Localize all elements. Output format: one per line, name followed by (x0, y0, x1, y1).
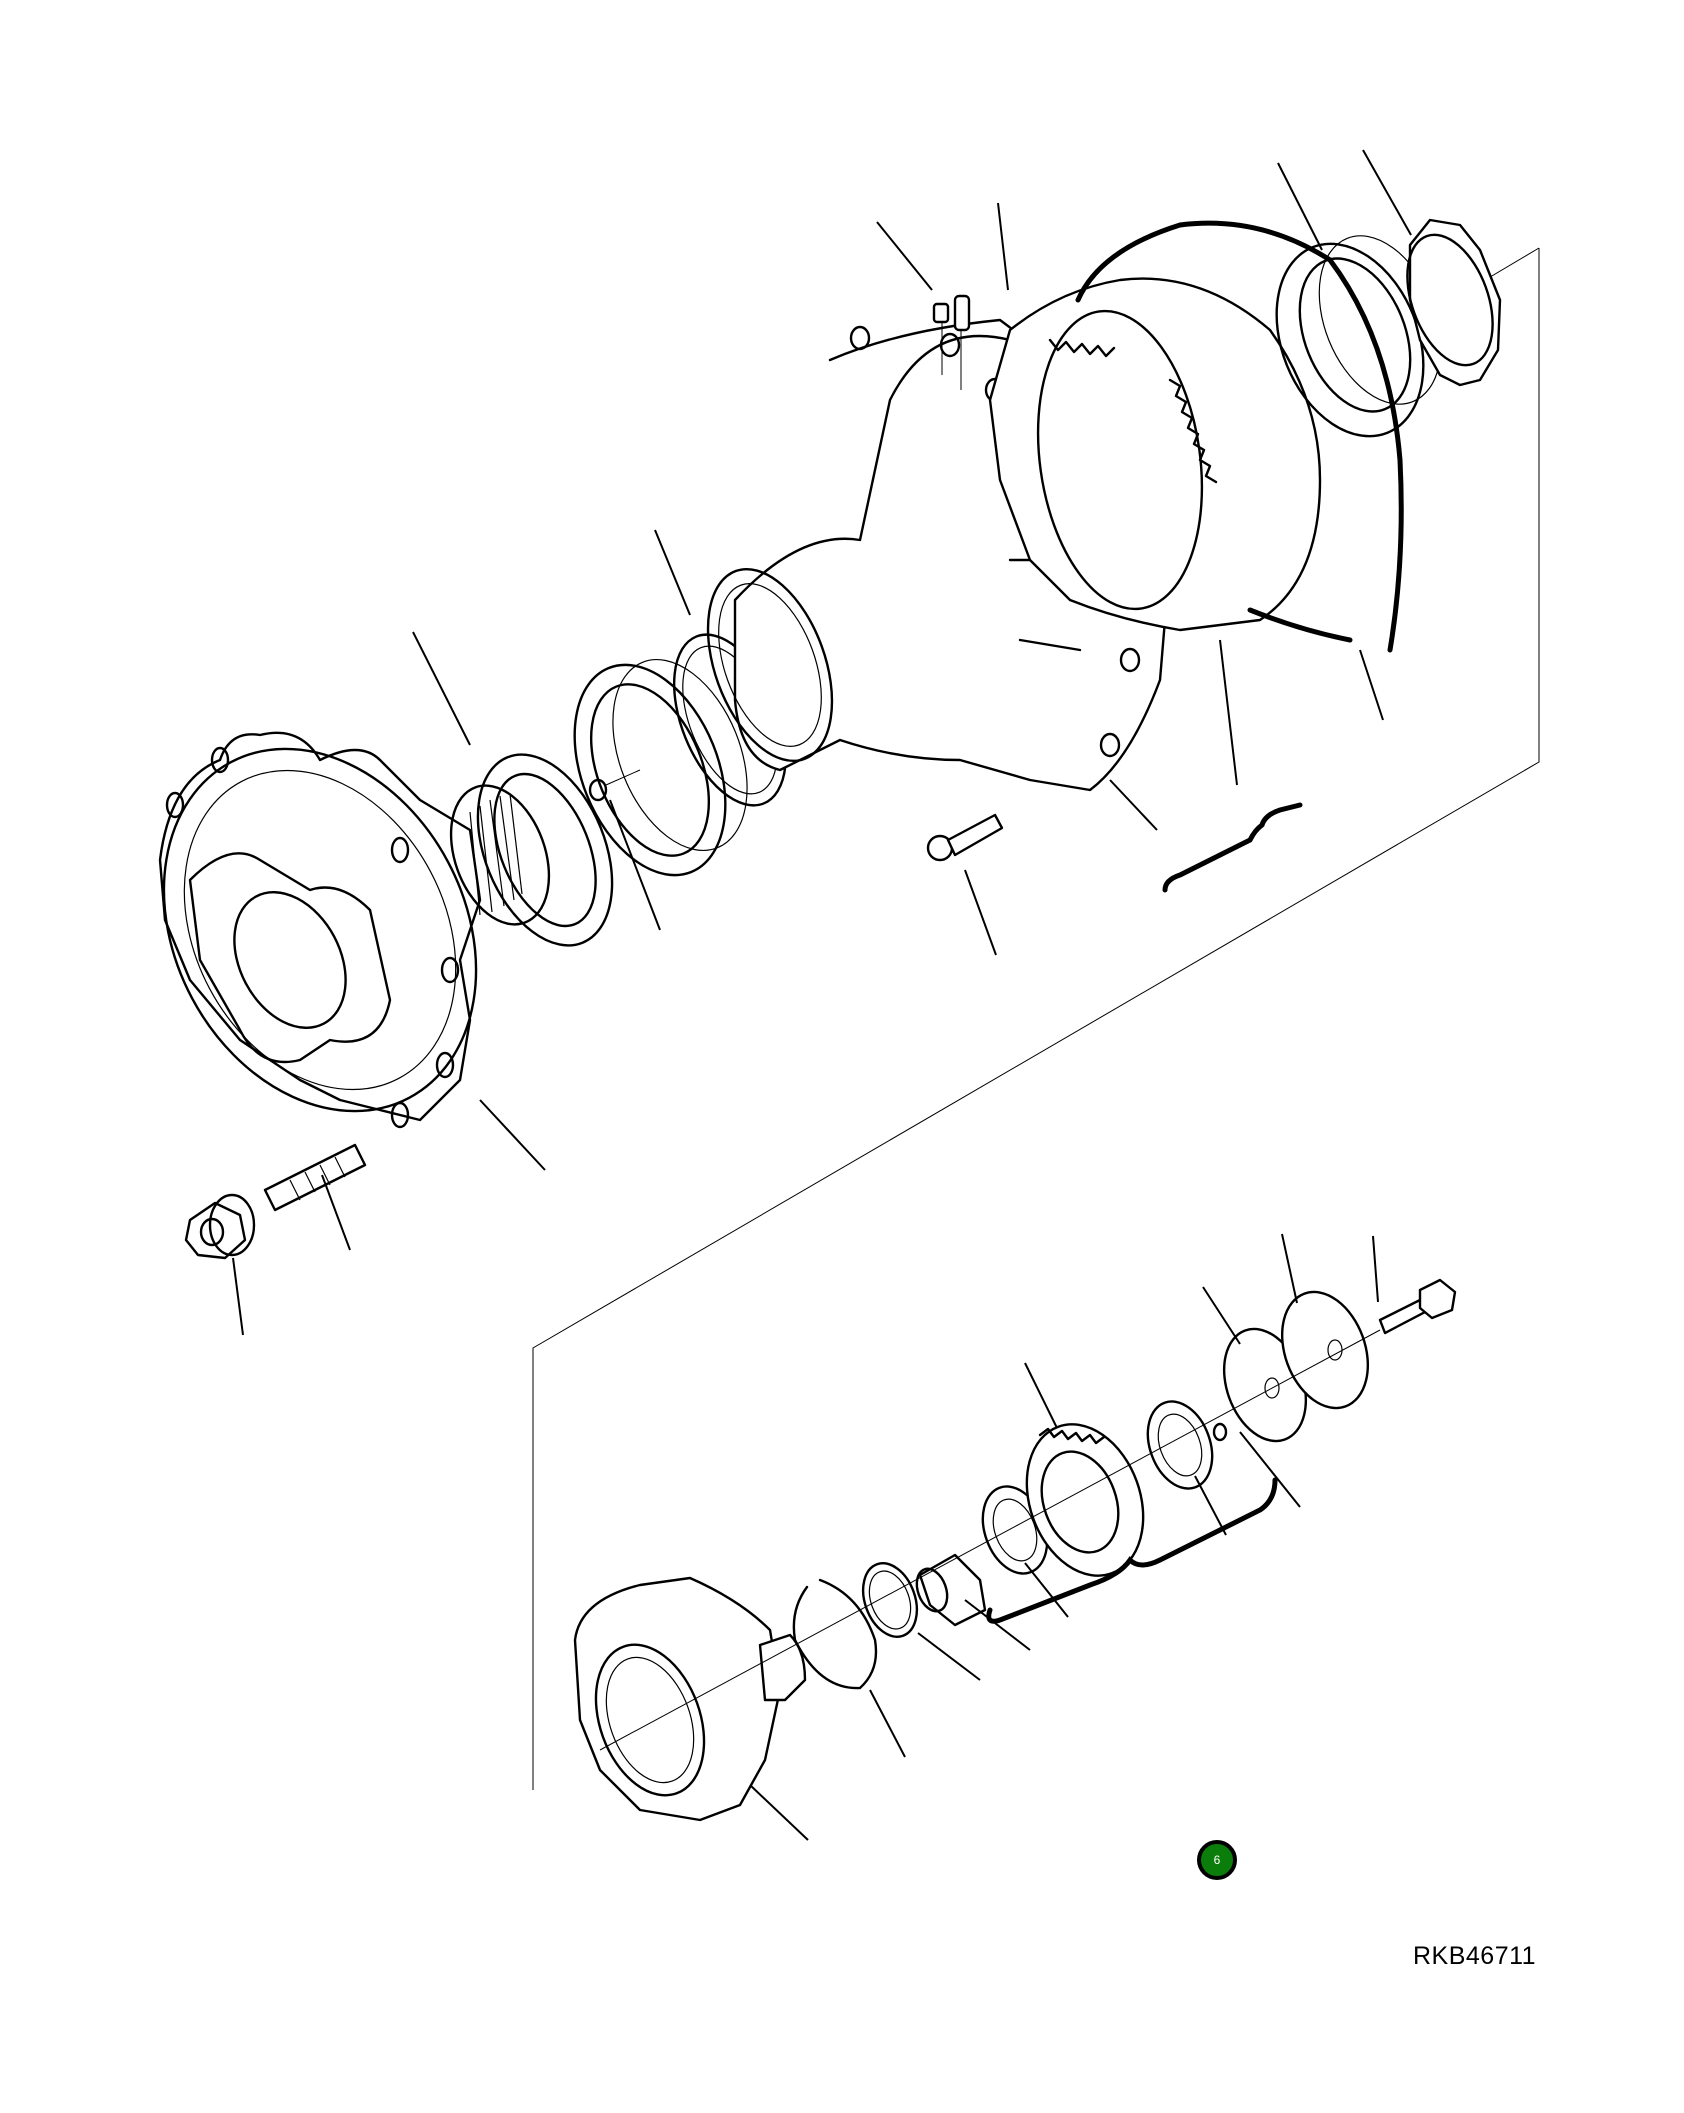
hub-oil-seal (476, 753, 614, 947)
leader-lines-upper (232, 149, 1412, 1336)
drain-plug (932, 302, 950, 375)
thrust-washer-2 (1280, 1290, 1370, 1410)
cap-screw (1378, 1278, 1457, 1335)
wheel-nut (184, 1193, 256, 1260)
o-ring (1075, 220, 1404, 653)
wheel-stud (263, 1143, 367, 1212)
bushing (915, 1553, 987, 1627)
leader-lines-lower (749, 1233, 1379, 1841)
centerline-lower (599, 1329, 1381, 1751)
inner-tapered-roller-bearing (573, 658, 748, 877)
needle-roller-bearing-2 (1146, 1400, 1214, 1490)
spring-pin (1212, 1422, 1228, 1442)
callout-badge: 6 (1197, 1840, 1237, 1880)
breather-fitting (953, 294, 971, 390)
housing-bolt (926, 813, 1004, 862)
thrust-ring (861, 1562, 919, 1638)
ring-gear (988, 277, 1322, 632)
lock-nut (1406, 218, 1502, 387)
planet-gear (1025, 1423, 1145, 1577)
reference-code: RKB46711 (1413, 1942, 1537, 1970)
ring-gear-group-brace (1162, 802, 1303, 893)
planet-carrier (573, 1576, 807, 1822)
snap-ring (792, 1578, 878, 1690)
